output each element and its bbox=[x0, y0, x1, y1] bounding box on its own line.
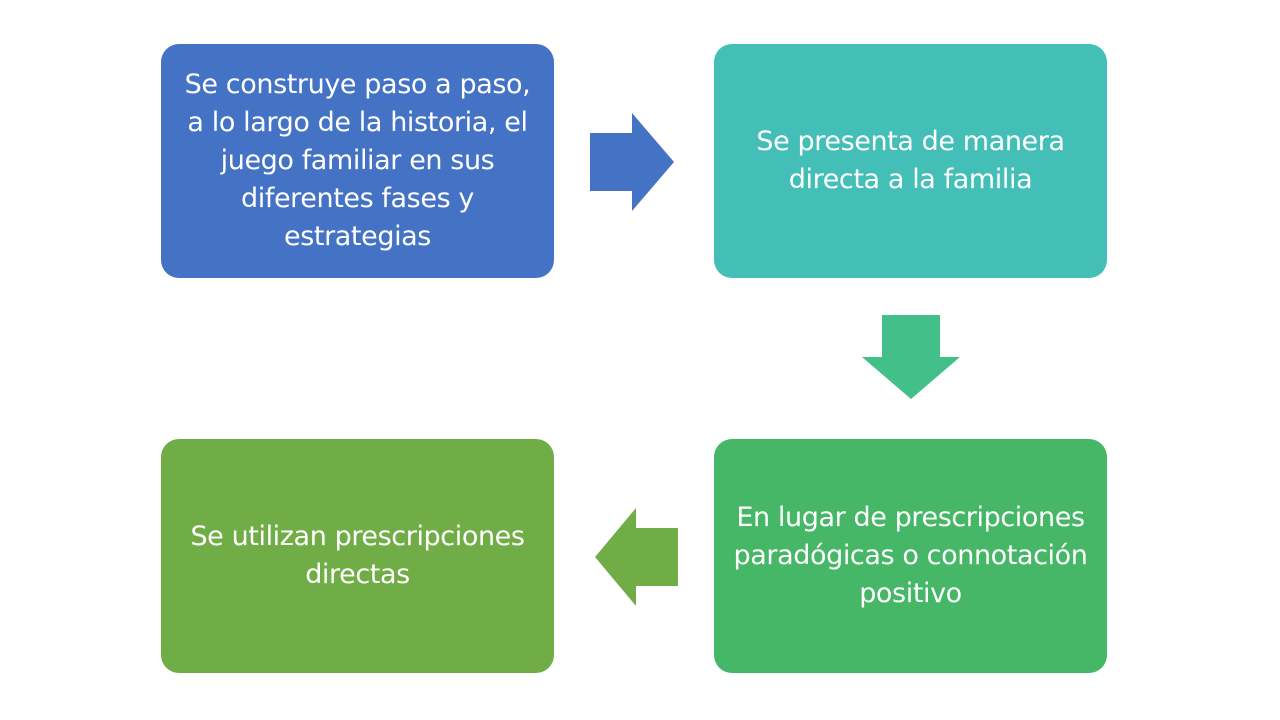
arrow-down-shape bbox=[862, 315, 960, 399]
step-box-3-text: En lugar de prescripciones paradógicas o… bbox=[733, 502, 1088, 609]
step-box-2-text: Se presenta de manera directa a la famil… bbox=[756, 126, 1065, 195]
step-box-4: Se utilizan prescripciones directas bbox=[161, 439, 554, 673]
step-box-1-text: Se construye paso a paso, a lo largo de … bbox=[184, 69, 531, 252]
step-box-3: En lugar de prescripciones paradógicas o… bbox=[714, 439, 1107, 673]
step-box-4-text: Se utilizan prescripciones directas bbox=[190, 521, 525, 590]
arrow-left-shape bbox=[595, 508, 678, 606]
step-box-2: Se presenta de manera directa a la famil… bbox=[714, 44, 1107, 278]
arrow-left-icon bbox=[595, 508, 678, 606]
arrow-right-shape bbox=[590, 113, 674, 211]
step-box-1: Se construye paso a paso, a lo largo de … bbox=[161, 44, 554, 278]
arrow-down-icon bbox=[862, 315, 960, 399]
arrow-right-icon bbox=[590, 113, 674, 211]
